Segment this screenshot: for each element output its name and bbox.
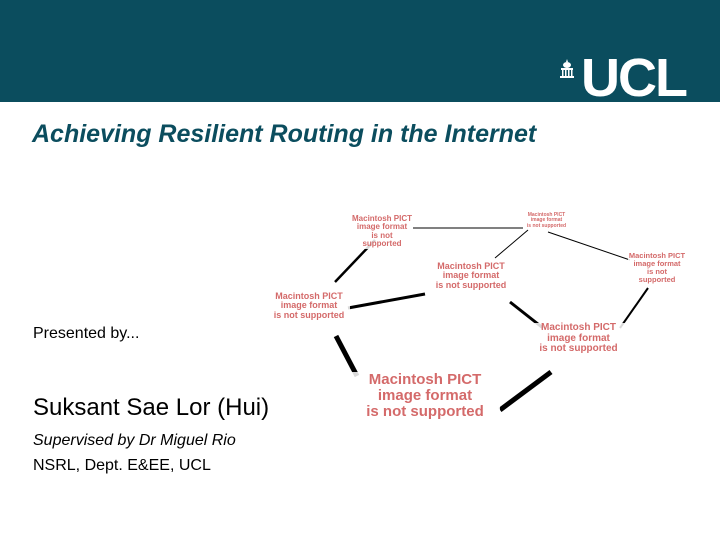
node-label-line2: image format <box>442 270 500 281</box>
node-label-line1: Macintosh PICT <box>275 291 343 301</box>
ucl-logo-text: UCL <box>581 48 688 108</box>
node-image-center: Macintosh PICT image format is not suppo… <box>429 261 513 291</box>
node-label-line2: image format <box>280 300 338 311</box>
node-image-right: Macintosh PICT image format is not suppo… <box>531 322 626 355</box>
node-label-line3: is not supported <box>362 230 402 249</box>
node-label-line2: image format <box>377 386 473 404</box>
ucl-logo: UCL <box>559 48 688 108</box>
link-right-edge <box>619 287 649 329</box>
link-left-center <box>347 292 426 310</box>
node-label-line1: Macintosh PICT <box>527 212 566 218</box>
node-label-line1: Macintosh PICT <box>437 261 505 271</box>
portico-icon <box>560 59 575 78</box>
node-label-line3: is not supported <box>638 266 676 284</box>
node-label-line1: Macintosh PICT <box>352 214 413 223</box>
node-label-line3: is not supported <box>539 343 618 354</box>
author-name: Suksant Sae Lor (Hui) <box>33 394 270 421</box>
node-label-line3: is not supported <box>526 222 567 229</box>
node-label-line3: is not supported <box>366 402 484 420</box>
link-bottom-right <box>498 369 553 413</box>
link-left-bottom <box>333 334 360 378</box>
node-label-line1: Macintosh PICT <box>540 322 616 333</box>
link-top-right <box>547 231 631 261</box>
node-image-top-right: Macintosh PICT image format is not suppo… <box>524 212 569 229</box>
node-image-left: Macintosh PICT image format is not suppo… <box>268 291 350 321</box>
supervisor-line: Supervised by Dr Miguel Rio <box>33 432 236 449</box>
affiliation-line: NSRL, Dept. E&EE, UCL <box>33 457 211 474</box>
node-label-line2: image format <box>530 217 563 224</box>
slide-title: Achieving Resilient Routing in the Inter… <box>32 120 537 148</box>
presented-by-label: Presented by... <box>33 325 140 342</box>
node-image-far-right: Macintosh PICT image format is not suppo… <box>628 252 686 284</box>
node-label-line2: image format <box>547 332 610 344</box>
node-image-bottom: Macintosh PICT image format is not suppo… <box>350 371 500 420</box>
node-label-line2: image format <box>356 222 408 232</box>
node-label-line3: is not supported <box>273 309 345 320</box>
link-top-inner <box>494 229 529 259</box>
node-label-line1: Macintosh PICT <box>628 251 686 260</box>
node-label-line2: image format <box>633 258 681 268</box>
header-banner: UCL <box>0 0 720 108</box>
node-image-top-left: Macintosh PICT image format is not suppo… <box>352 214 413 249</box>
node-label-line1: Macintosh PICT <box>368 371 482 388</box>
node-label-line3: is not supported <box>435 279 507 290</box>
